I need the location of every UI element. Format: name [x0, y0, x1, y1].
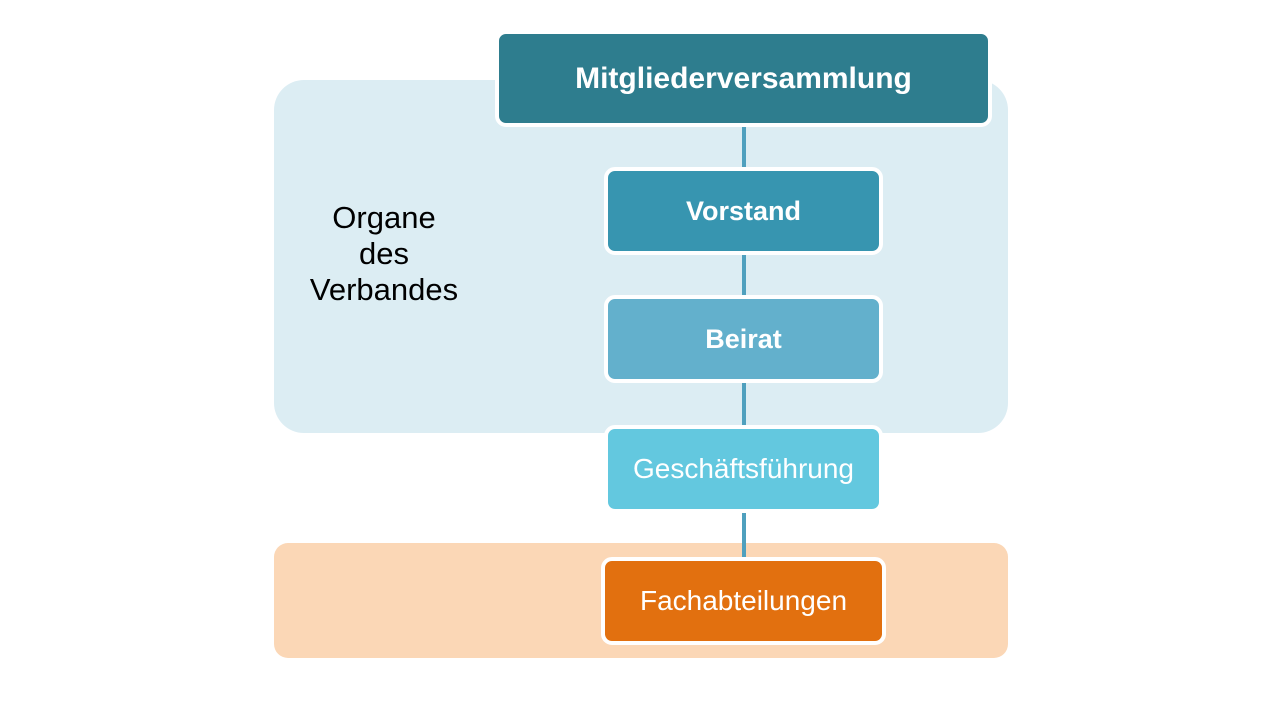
panel-organe-caption: Organe des Verbandes — [286, 200, 482, 308]
node-beirat-label: Beirat — [705, 323, 782, 354]
caption-line-2: des — [359, 236, 409, 271]
caption-line-3: Verbandes — [309, 272, 459, 307]
connector-vorstand-beirat — [742, 248, 746, 306]
node-mitgliederversammlung[interactable]: Mitgliederversammlung — [495, 30, 992, 127]
node-vorstand[interactable]: Vorstand — [604, 167, 883, 255]
connector-geschaeftsfuehrung-fachabteilungen — [742, 506, 746, 564]
node-mitgliederversammlung-label: Mitgliederversammlung — [575, 61, 912, 95]
connector-beirat-geschaeftsfuehrung — [742, 376, 746, 434]
node-fachabteilungen-label: Fachabteilungen — [639, 585, 848, 616]
connector-mitgliederversammlung-vorstand — [742, 118, 746, 176]
node-geschaeftsfuehrung-label: Geschäftsführung — [632, 453, 855, 484]
node-geschaeftsfuehrung[interactable]: Geschäftsführung — [604, 425, 883, 513]
node-beirat[interactable]: Beirat — [604, 295, 883, 383]
node-vorstand-label: Vorstand — [685, 195, 801, 226]
node-fachabteilungen[interactable]: Fachabteilungen — [601, 557, 886, 645]
caption-line-1: Organe — [332, 200, 436, 235]
